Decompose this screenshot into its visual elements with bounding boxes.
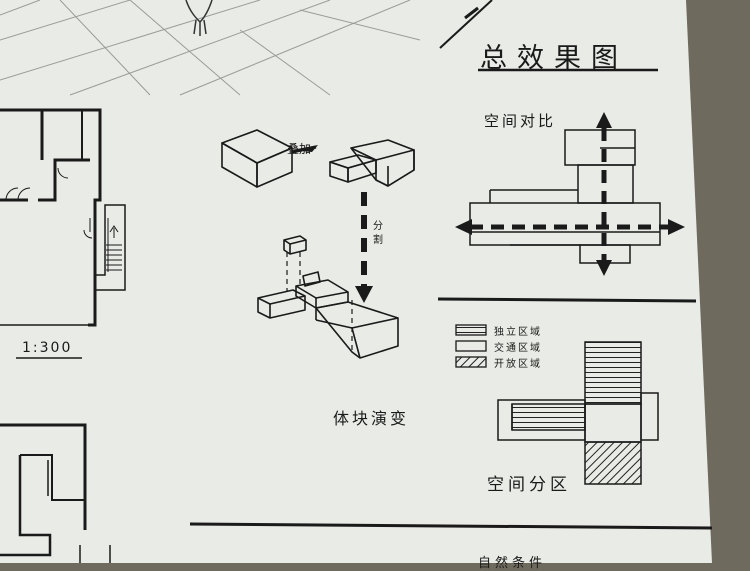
arrow-right-icon xyxy=(668,219,685,235)
legend-label-open: 开放区域 xyxy=(494,359,542,370)
spatial-contrast-label: 空间对比 xyxy=(484,112,557,130)
overlay-label: 叠加 xyxy=(287,142,312,156)
arrow-up-icon xyxy=(596,112,612,128)
legend-swatch-traffic xyxy=(455,340,487,352)
split-label: 分割 xyxy=(373,221,383,246)
next-section-title: 自然条件 xyxy=(478,556,547,571)
scale-label: 1:300 xyxy=(22,340,73,356)
floor-plan-upper xyxy=(0,108,126,327)
corner-tick xyxy=(464,6,479,20)
spatial-zoning-label: 空间分区 xyxy=(487,475,571,495)
page-title: 总效果图 xyxy=(480,43,628,74)
spatial-zoning-diagram xyxy=(497,341,659,485)
contrast-axis-dashes xyxy=(470,128,670,262)
legend-label-independent: 独立区域 xyxy=(494,327,542,338)
massing-evolution-label: 体块演变 xyxy=(333,409,410,428)
arrow-down-icon xyxy=(596,260,612,276)
split-arrow-icon xyxy=(355,286,373,303)
floor-plan-lower xyxy=(0,423,111,563)
corner-stroke xyxy=(439,0,493,49)
legend-swatch-open xyxy=(455,356,487,368)
mass-box-a xyxy=(221,129,293,188)
mass-composition xyxy=(257,235,399,359)
legend-label-traffic: 交通区域 xyxy=(494,343,542,354)
section-divider-bottom xyxy=(189,522,713,530)
tree-sketch-icon xyxy=(185,0,213,36)
site-grid-sketch xyxy=(0,0,421,96)
arrow-left-icon xyxy=(455,219,472,235)
legend-swatch-independent xyxy=(455,324,487,336)
overlay-arrow-shaft xyxy=(291,145,317,154)
mass-box-b xyxy=(329,139,415,187)
section-divider-right xyxy=(437,297,697,303)
